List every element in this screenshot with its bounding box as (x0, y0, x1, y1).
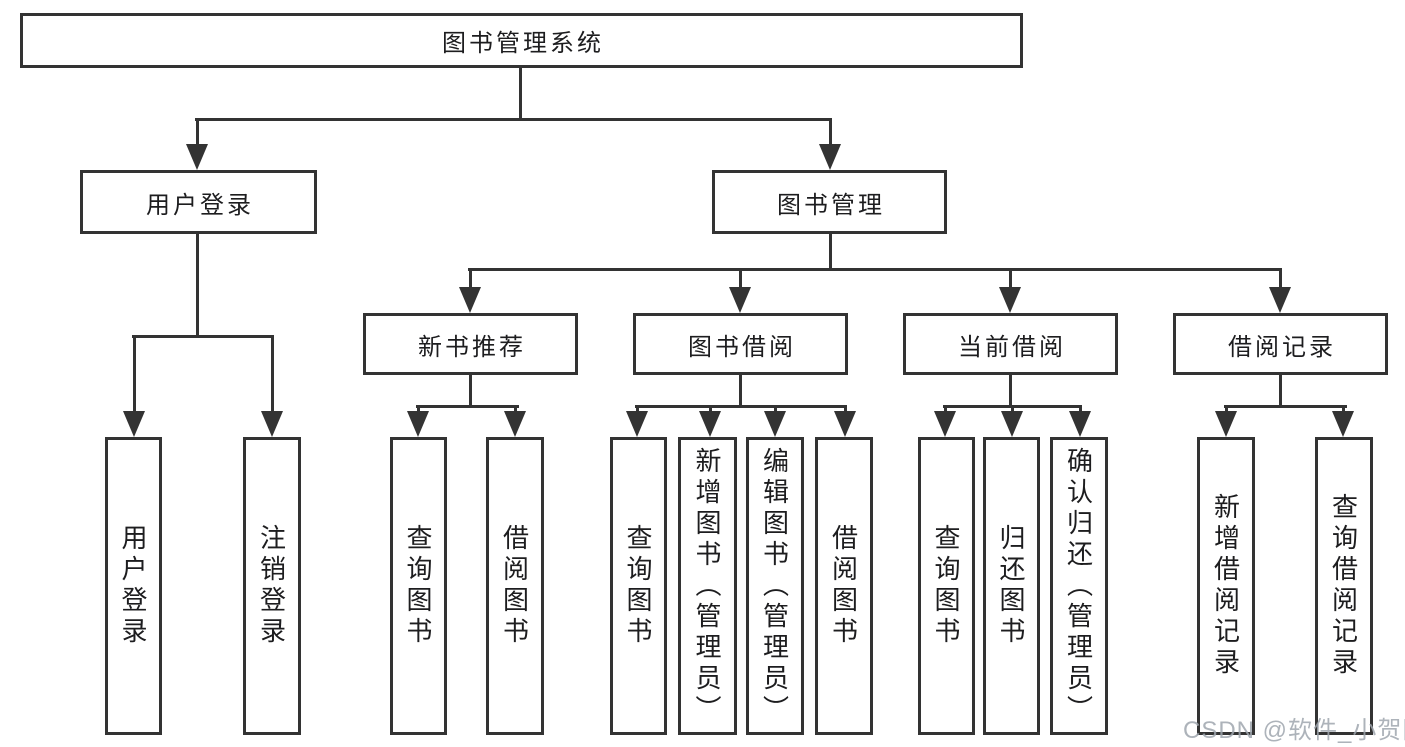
connector-user-login-rail (132, 335, 274, 338)
connector-user-login-stem (196, 234, 199, 337)
node-leaf-user-login: 用户登录 (105, 437, 162, 735)
node-leaf-query-books-current: 查询图书 (918, 437, 975, 735)
connector-g2-stem (739, 375, 742, 407)
arrowhead-g4-1 (1215, 411, 1237, 437)
node-label: 新增图书（管理员） (692, 446, 722, 726)
arrowhead-g2-1 (626, 411, 648, 437)
connector-g1-stem (469, 375, 472, 407)
connector-current-drop (1009, 268, 1012, 289)
node-label: 编辑图书（管理员） (759, 446, 790, 726)
node-label: 图书管理 (777, 191, 885, 219)
node-borrowing-records: 借阅记录 (1173, 313, 1388, 375)
connector-new-book-drop (469, 268, 472, 289)
arrowhead-new-book (459, 287, 481, 313)
connector-borrowing-drop (739, 268, 742, 289)
arrowhead-g2-4 (834, 411, 856, 437)
connector-g2-drop-1 (636, 405, 639, 413)
node-label: 图书管理系统 (442, 30, 604, 57)
arrowhead-logout (261, 411, 283, 437)
arrowhead-g2-2 (699, 411, 721, 437)
node-leaf-query-borrow-record: 查询借阅记录 (1315, 437, 1373, 735)
node-new-book-recommendation: 新书推荐 (363, 313, 578, 375)
arrowhead-book-mgmt (819, 144, 841, 170)
node-label: 借阅记录 (1228, 333, 1336, 361)
node-label: 查询图书 (623, 524, 653, 648)
connector-logout-drop (271, 335, 274, 413)
node-label: 当前借阅 (958, 333, 1066, 361)
connector-g3-drop-1 (944, 405, 947, 413)
node-leaf-query-books-borrowing: 查询图书 (610, 437, 667, 735)
connector-root-stem (519, 68, 522, 120)
node-current-borrowing: 当前借阅 (903, 313, 1118, 375)
node-leaf-query-books-recommend: 查询图书 (390, 437, 447, 735)
node-library-management-system: 图书管理系统 (20, 13, 1023, 68)
arrowhead-g1-2 (504, 411, 526, 437)
arrowhead-g1-1 (407, 411, 429, 437)
node-label: 图书借阅 (688, 333, 796, 361)
connector-g4-drop-1 (1225, 405, 1228, 413)
connector-book-mgmt-rail (468, 268, 1282, 271)
node-label: 用户登录 (146, 191, 254, 219)
connector-book-mgmt-drop (829, 118, 832, 146)
arrowhead-user-login (186, 144, 208, 170)
node-leaf-confirm-return-admin: 确认归还（管理员） (1050, 437, 1108, 735)
node-leaf-add-borrow-record: 新增借阅记录 (1197, 437, 1255, 735)
node-label: 新书推荐 (418, 333, 526, 361)
node-user-login: 用户登录 (80, 170, 317, 234)
node-label: 查询借阅记录 (1328, 493, 1359, 679)
arrowhead-login-leaf (123, 411, 145, 437)
connector-g3-stem (1009, 375, 1012, 407)
connector-user-login-drop (196, 118, 199, 146)
node-leaf-borrow-books-recommend: 借阅图书 (486, 437, 544, 735)
connector-g2-drop-4 (844, 405, 847, 413)
connector-g1-drop-1 (417, 405, 420, 413)
node-label: 查询图书 (931, 524, 961, 648)
node-leaf-return-books: 归还图书 (983, 437, 1040, 735)
connector-g4-drop-2 (1342, 405, 1345, 413)
node-label: 归还图书 (996, 524, 1026, 648)
arrowhead-g4-2 (1332, 411, 1354, 437)
arrowhead-g3-2 (1001, 411, 1023, 437)
node-label: 用户登录 (118, 524, 148, 648)
connector-g2-drop-2 (709, 405, 712, 413)
node-label: 借阅图书 (828, 524, 859, 648)
connector-g1-drop-2 (514, 405, 517, 413)
arrowhead-records (1269, 287, 1291, 313)
arrowhead-g2-3 (764, 411, 786, 437)
connector-g4-rail (1224, 405, 1347, 408)
connector-g4-stem (1279, 375, 1282, 407)
connector-g3-drop-2 (1011, 405, 1014, 413)
node-label: 新增借阅记录 (1210, 493, 1241, 679)
connector-g3-drop-3 (1079, 405, 1082, 413)
connector-records-drop (1279, 268, 1282, 289)
node-book-borrowing: 图书借阅 (633, 313, 848, 375)
arrowhead-borrowing (729, 287, 751, 313)
csdn-watermark: CSDN @软件_小贺同学 (1183, 717, 1405, 744)
connector-login-leaf-drop (133, 335, 136, 413)
connector-g2-drop-3 (774, 405, 777, 413)
node-leaf-add-books-admin: 新增图书（管理员） (678, 437, 737, 735)
node-leaf-edit-books-admin: 编辑图书（管理员） (746, 437, 804, 735)
arrowhead-current (999, 287, 1021, 313)
node-leaf-logout: 注销登录 (243, 437, 301, 735)
node-leaf-borrow-books-borrowing: 借阅图书 (815, 437, 873, 735)
node-label: 注销登录 (256, 524, 287, 648)
node-book-management: 图书管理 (712, 170, 947, 234)
connector-book-mgmt-stem (829, 234, 832, 270)
node-label: 借阅图书 (499, 524, 530, 648)
arrowhead-g3-1 (934, 411, 956, 437)
node-label: 确认归还（管理员） (1063, 446, 1094, 726)
connector-g2-rail (635, 405, 847, 408)
connector-g1-rail (416, 405, 519, 408)
arrowhead-g3-3 (1069, 411, 1091, 437)
connector-root-rail (195, 118, 832, 121)
node-label: 查询图书 (403, 524, 433, 648)
